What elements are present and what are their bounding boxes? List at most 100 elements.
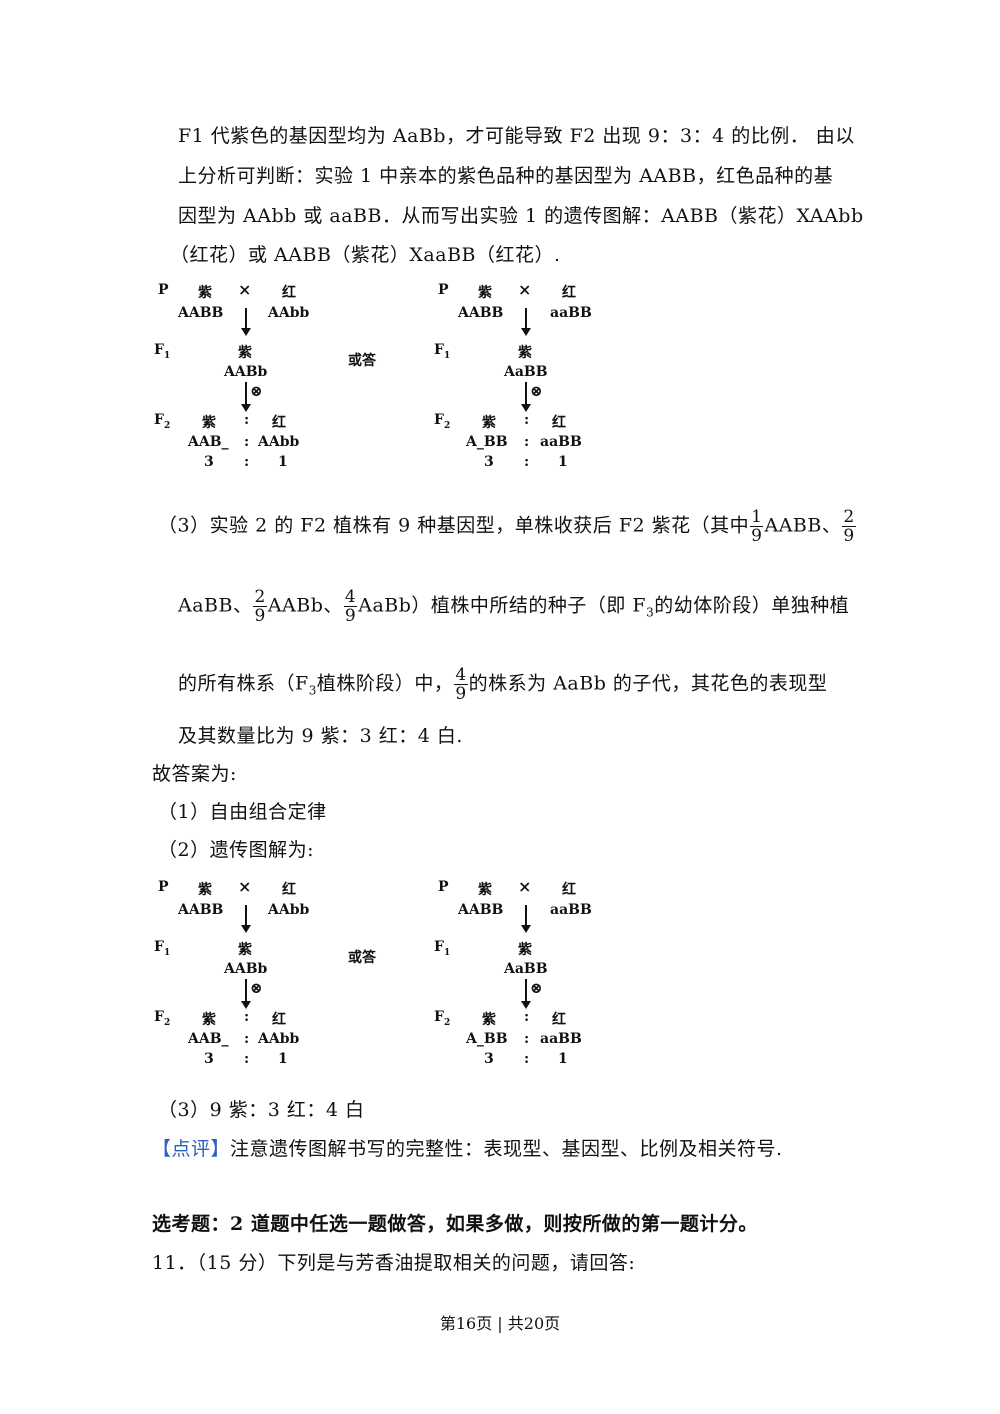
p-red-genotype: AAbb [268,305,310,321]
f1-purple-label: 紫 [238,942,252,958]
or-answer-label: 或答 [348,353,376,369]
ratio-red: 1 [278,1051,288,1067]
f2-red-label: 红 [552,1012,566,1028]
f1-purple-label: 紫 [518,942,532,958]
answer-2: （2）遗传图解为: [158,839,314,861]
p-red-genotype: aaBB [550,305,592,321]
f2-colon: : [244,1031,250,1047]
f2-red-genotype: AAbb [258,434,300,450]
f2-red-genotype: AAbb [258,1031,300,1047]
f1-label: F1 [434,939,451,958]
f1-genotype: AaBB [504,364,548,380]
purple-label: 紫 [198,285,212,301]
ratio-colon: : [244,1051,250,1067]
red-label: 红 [282,882,296,898]
selfing-symbol-icon: ⊗ [530,979,543,997]
f1-genotype: AaBB [504,961,548,977]
f2-red-genotype: aaBB [540,1031,582,1047]
ratio-red: 1 [278,454,288,470]
p-red-genotype: AAbb [268,902,310,918]
f2-red-label: 红 [552,415,566,431]
genetic-diagram-1: P 紫 × 红 AABB AAbb F1 紫 AABb ⊗ F2 紫 : 红 A… [150,278,592,470]
para1-line1: F1 代紫色的基因型均为 AaBb，才可能导致 F2 出现 9：3：4 的比例．… [178,125,855,147]
para3-line4: 及其数量比为 9 紫：3 红：4 白. [178,725,463,747]
elective-heading: 选考题：2 道题中任选一题做答，如果多做，则按所做的第一题计分。 [152,1213,758,1235]
answer-3: （3）9 紫：3 红：4 白 [158,1099,365,1121]
f2-red-label: 红 [272,1012,286,1028]
p-purple-genotype: AABB [458,902,504,918]
f2-purple-label: 紫 [482,415,496,431]
down-arrow-icon [521,905,531,933]
f2-purple-label: 紫 [202,415,216,431]
f2-colon: : [244,434,250,450]
cross-symbol: × [518,877,532,896]
purple-label: 紫 [478,882,492,898]
comment: 【点评】注意遗传图解书写的完整性：表现型、基因型、比例及相关符号. [152,1137,783,1161]
selfing-symbol-icon: ⊗ [250,382,263,400]
answers-heading: 故答案为: [152,763,237,785]
p-purple-genotype: AABB [458,305,504,321]
purple-label: 紫 [478,285,492,301]
f1-genotype: AABb [224,961,268,977]
down-arrow-icon [241,905,251,933]
ratio-colon: : [244,454,250,470]
cross-symbol: × [518,280,532,299]
ratio-red: 1 [558,454,568,470]
p-red-genotype: aaBB [550,902,592,918]
p-purple-genotype: AABB [178,902,224,918]
f2-colon: : [524,1009,530,1025]
f2-purple-genotype: A_BB [466,434,508,450]
red-label: 红 [562,882,576,898]
down-arrow-icon [241,382,251,412]
cross-symbol: × [238,877,252,896]
f2-label: F2 [154,412,171,431]
down-arrow-icon [241,979,251,1009]
p-label: P [158,879,169,895]
f2-colon: : [524,412,530,428]
f2-purple-label: 紫 [202,1012,216,1028]
f2-colon: : [524,1031,530,1047]
f2-colon: : [244,1009,250,1025]
down-arrow-icon [521,979,531,1009]
f2-purple-genotype: A_BB [466,1031,508,1047]
f1-purple-label: 紫 [518,345,532,361]
f1-genotype: AABb [224,364,268,380]
f2-label: F2 [434,1009,451,1028]
ratio-colon: : [524,454,530,470]
ratio-purple: 3 [484,454,494,470]
page-footer: 第16页 | 共20页 [439,1314,561,1333]
f2-colon: : [524,434,530,450]
down-arrow-icon [521,382,531,412]
p-purple-genotype: AABB [178,305,224,321]
or-answer-label: 或答 [348,950,376,966]
question-11: 11．（15 分）下列是与芳香油提取相关的问题，请回答: [152,1252,636,1274]
ratio-purple: 3 [204,1051,214,1067]
ratio-red: 1 [558,1051,568,1067]
purple-label: 紫 [198,882,212,898]
f2-purple-genotype: AAB_ [188,434,229,450]
selfing-symbol-icon: ⊗ [250,979,263,997]
f2-colon: : [244,412,250,428]
f1-label: F1 [154,939,171,958]
genetic-diagram-2: P 紫 × 红 AABB AAbb F1 紫 AABb ⊗ F2 紫 : 红 A… [150,875,592,1067]
comment-text: 注意遗传图解书写的完整性：表现型、基因型、比例及相关符号. [230,1138,783,1160]
f2-label: F2 [154,1009,171,1028]
f1-label: F1 [154,342,171,361]
cross-symbol: × [238,280,252,299]
f1-purple-label: 紫 [238,345,252,361]
f2-label: F2 [434,412,451,431]
f2-red-label: 红 [272,415,286,431]
f2-red-genotype: aaBB [540,434,582,450]
p-label: P [438,879,449,895]
answer-1: （1）自由组合定律 [158,801,327,823]
down-arrow-icon [241,308,251,336]
red-label: 红 [562,285,576,301]
para1-line2: 上分析可判断：实验 1 中亲本的紫色品种的基因型为 AABB，红色品种的基 [178,165,834,187]
